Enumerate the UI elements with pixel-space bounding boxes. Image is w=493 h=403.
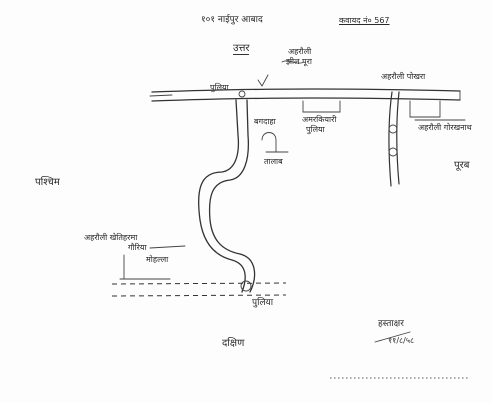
- compass-south-label: दक्षिण: [222, 338, 245, 349]
- signature-stroke: [374, 331, 411, 343]
- right-path-a: [388, 91, 393, 187]
- signature-date: ११/८/५८: [388, 336, 415, 345]
- top-note-underline: [281, 60, 305, 64]
- compass-west-label: पश्चिम: [35, 177, 60, 188]
- reference-number: कवायद नं० 567: [339, 16, 390, 25]
- left-label-2: गौरिया: [128, 243, 147, 252]
- sheet-title: १०१ नाईपुर आबाद: [201, 15, 263, 25]
- top-note-label-2: झील पूरा: [286, 57, 312, 66]
- canal-head-node: [238, 90, 246, 98]
- left-label: अहरौली खेतिहरमा: [84, 233, 138, 242]
- bottom-culvert-node: [240, 280, 252, 292]
- compass-north-label: उत्तर: [233, 43, 250, 55]
- left-bracket: [123, 254, 151, 280]
- center-label-a: बगदाहा: [254, 117, 276, 126]
- culdesac-shape: [261, 132, 277, 153]
- canal-right-edge: [208, 99, 256, 293]
- center-label-b-2: पुलिया: [306, 125, 325, 134]
- bottom-dashed-line-1: [111, 282, 287, 285]
- center-label-b: अमरकियारी: [302, 115, 337, 124]
- right-node-1: [388, 124, 398, 134]
- left-label-leader: [149, 245, 186, 249]
- box-center: [302, 100, 341, 113]
- arrow-marker-top: [257, 74, 269, 87]
- right-top-label: अहरौली पोखरा: [381, 72, 426, 81]
- left-label-3: मोहल्ला: [146, 255, 169, 264]
- pond-note-label: तालाब: [264, 157, 283, 166]
- road-upper-edge: [151, 88, 461, 93]
- bottom-center-label: पुलिया: [252, 298, 274, 308]
- bottom-dashed-line-2: [111, 294, 287, 297]
- right-node-2: [388, 147, 398, 157]
- right-path-b: [396, 91, 400, 185]
- compass-east-label: पूरब: [454, 160, 470, 171]
- road-lower-edge: [151, 97, 461, 102]
- top-note-label: अहरौली: [288, 47, 312, 56]
- right-c-label: अहरौली गोरखनाथ: [418, 123, 472, 132]
- road-label: पुलिया: [210, 83, 229, 92]
- signature-label: हस्ताक्षर: [378, 319, 404, 329]
- road-centerline-tick: [149, 94, 173, 97]
- canal-left-edge: [197, 99, 246, 293]
- box-right: [409, 100, 441, 118]
